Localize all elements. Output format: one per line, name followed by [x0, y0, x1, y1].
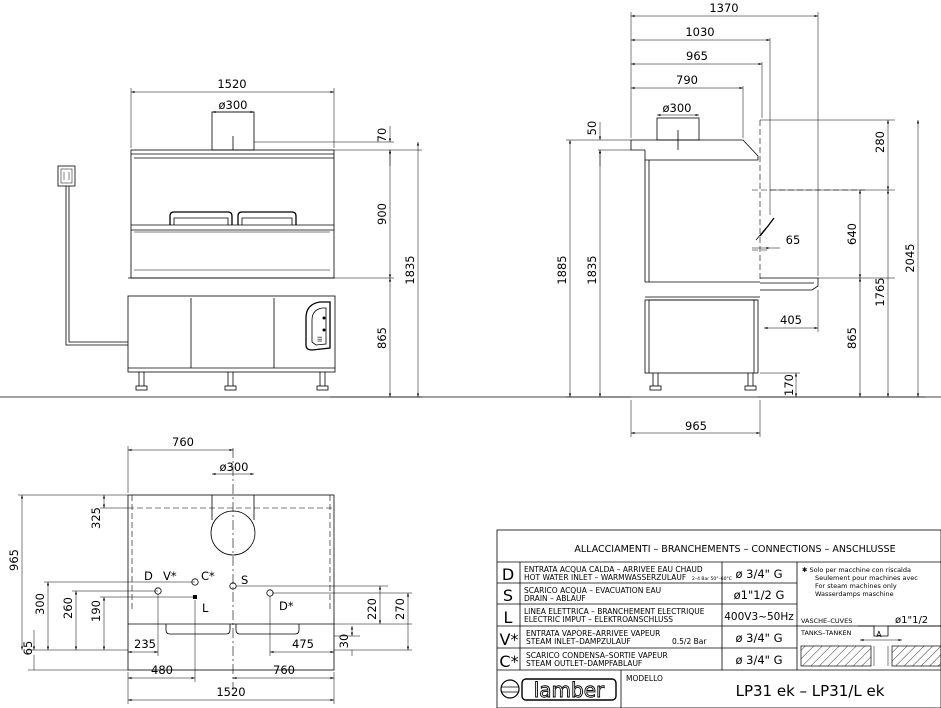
- plan-1520-label: 1520: [216, 685, 245, 699]
- point-c-label: C*: [201, 569, 215, 583]
- side-1030-label: 1030: [685, 25, 714, 39]
- side-865-label: 865: [845, 327, 859, 349]
- side-965-top-label: 965: [686, 49, 708, 63]
- front-865-label: 865: [375, 327, 389, 349]
- tanks-value: ø1"1/2: [895, 615, 928, 626]
- row-l-value: 400V3~50Hz: [724, 611, 794, 623]
- row-v-code: V*: [500, 630, 519, 649]
- plan-760-bottom-label: 760: [273, 663, 295, 677]
- row-s-line1: SCARICO ACQUA – EVACUATION EAU: [524, 586, 661, 595]
- plan-235-label: 235: [134, 637, 156, 651]
- row-v-line2: STEAM INLET–DAMPZULAUF: [526, 637, 631, 646]
- side-view: 1370 1030 965 790 ø300 50 1885 1835 280 …: [555, 1, 925, 437]
- point-d-star-label: D*: [279, 599, 294, 613]
- row-d-line2: HOT WATER INLET – WARMWASSERZULAUF: [524, 573, 686, 582]
- row-s-code: S: [503, 586, 513, 605]
- plan-325-label: 325: [89, 507, 103, 529]
- side-65-label: 65: [786, 233, 801, 247]
- side-50-label: 50: [585, 121, 599, 136]
- steam-note-4: Wasserdamps maschine: [815, 590, 894, 598]
- plan-view: 760 ø300 325 965 300 260 190 220 270 65 …: [7, 435, 412, 704]
- steam-note-3: For steam machines only: [815, 582, 897, 590]
- side-1835-label: 1835: [585, 255, 599, 284]
- table-title: ALLACCIAMENTI – BRANCHEMENTS – CONNECTIO…: [574, 544, 895, 555]
- model-value: LP31 ek – LP31/L ek: [736, 682, 885, 700]
- tanks-label-2: TANKS–TANKEN: [800, 629, 852, 637]
- row-s-value: ø1"1/2 G: [734, 588, 785, 602]
- plan-190-label: 190: [89, 600, 103, 622]
- front-1835-label: 1835: [403, 255, 417, 284]
- side-965-bottom-label: 965: [685, 419, 707, 433]
- plan-480-label: 480: [151, 663, 173, 677]
- side-280-label: 280: [873, 131, 887, 153]
- side-170-label: 170: [782, 374, 796, 396]
- front-width-label: 1520: [217, 77, 246, 91]
- plan-flue-label: ø300: [220, 460, 249, 474]
- front-view: III 1520 ø300 70 900 865 1835: [57, 77, 422, 398]
- row-l-line2: ELECTRIC IMPUT – ELEKTROANSCHLUSS: [524, 615, 673, 624]
- front-70-label: 70: [375, 128, 389, 143]
- row-c-code: C*: [499, 652, 518, 671]
- front-900-label: 900: [375, 203, 389, 225]
- plan-260-label: 260: [61, 597, 75, 619]
- side-flue-label: ø300: [663, 101, 692, 115]
- plan-270-label: 270: [393, 598, 407, 620]
- plan-30-label: 30: [337, 634, 351, 649]
- steam-note-2: Seulement pour machines avec: [815, 574, 918, 582]
- side-640-label: 640: [845, 223, 859, 245]
- row-d-code: D: [502, 565, 514, 584]
- side-1885-label: 1885: [555, 255, 569, 284]
- plan-300-label: 300: [33, 593, 47, 615]
- model-label: MODELLO: [626, 674, 663, 683]
- tanks-a-label: A: [876, 630, 882, 639]
- side-1765-label: 1765: [873, 277, 887, 306]
- row-v-note: 0.5/2 Bar: [672, 637, 707, 646]
- point-l-label: L: [202, 601, 209, 615]
- row-l-line1: LINEA ELETTRICA – BRANCHEMENT ELECTRIQUE: [524, 607, 705, 616]
- connections-table: ALLACCIAMENTI – BRANCHEMENTS – CONNECTIO…: [496, 529, 941, 708]
- tanks-label-1: VASCHE–CUVES: [801, 617, 852, 625]
- point-d-label: D: [144, 569, 153, 583]
- row-l-code: L: [504, 608, 513, 627]
- point-s-label: S: [241, 573, 248, 587]
- lamber-logo: lamber: [500, 678, 617, 702]
- side-405-label: 405: [780, 313, 802, 327]
- plan-965-label: 965: [7, 549, 21, 571]
- row-d-note: 2–4 Bar 50°–60°C: [692, 576, 732, 582]
- row-c-line1: SCARICO CONDENSA–SORTIE VAPEUR: [526, 651, 668, 660]
- side-2045-label: 2045: [903, 243, 917, 272]
- side-790-label: 790: [676, 73, 698, 87]
- row-v-line1: ENTRATA VAPORE–ARRIVEE VAPEUR: [526, 629, 660, 638]
- row-c-value: ø 3/4" G: [735, 653, 782, 667]
- row-v-value: ø 3/4" G: [735, 631, 782, 645]
- brand-name: lamber: [534, 678, 605, 702]
- plan-760-top-label: 760: [172, 435, 194, 449]
- side-1370-label: 1370: [709, 1, 738, 15]
- plan-65-label: 65: [21, 641, 35, 656]
- svg-text:III: III: [316, 336, 324, 342]
- row-c-line2: STEAM OUTLET–DAMPFABLAUF: [526, 659, 642, 668]
- steam-note-1: ✱ Solo per macchine con riscalda: [802, 566, 911, 574]
- row-d-value: ø 3/4" G: [735, 567, 782, 581]
- plan-220-label: 220: [365, 598, 379, 620]
- row-d-line1: ENTRATA ACQUA CALDA – ARRIVEE EAU CHAUD: [524, 565, 703, 574]
- plan-475-label: 475: [292, 637, 314, 651]
- row-s-line2: DRAIN – ABLAUF: [524, 594, 586, 603]
- front-flue-label: ø300: [219, 98, 248, 112]
- point-v-label: V*: [163, 569, 177, 583]
